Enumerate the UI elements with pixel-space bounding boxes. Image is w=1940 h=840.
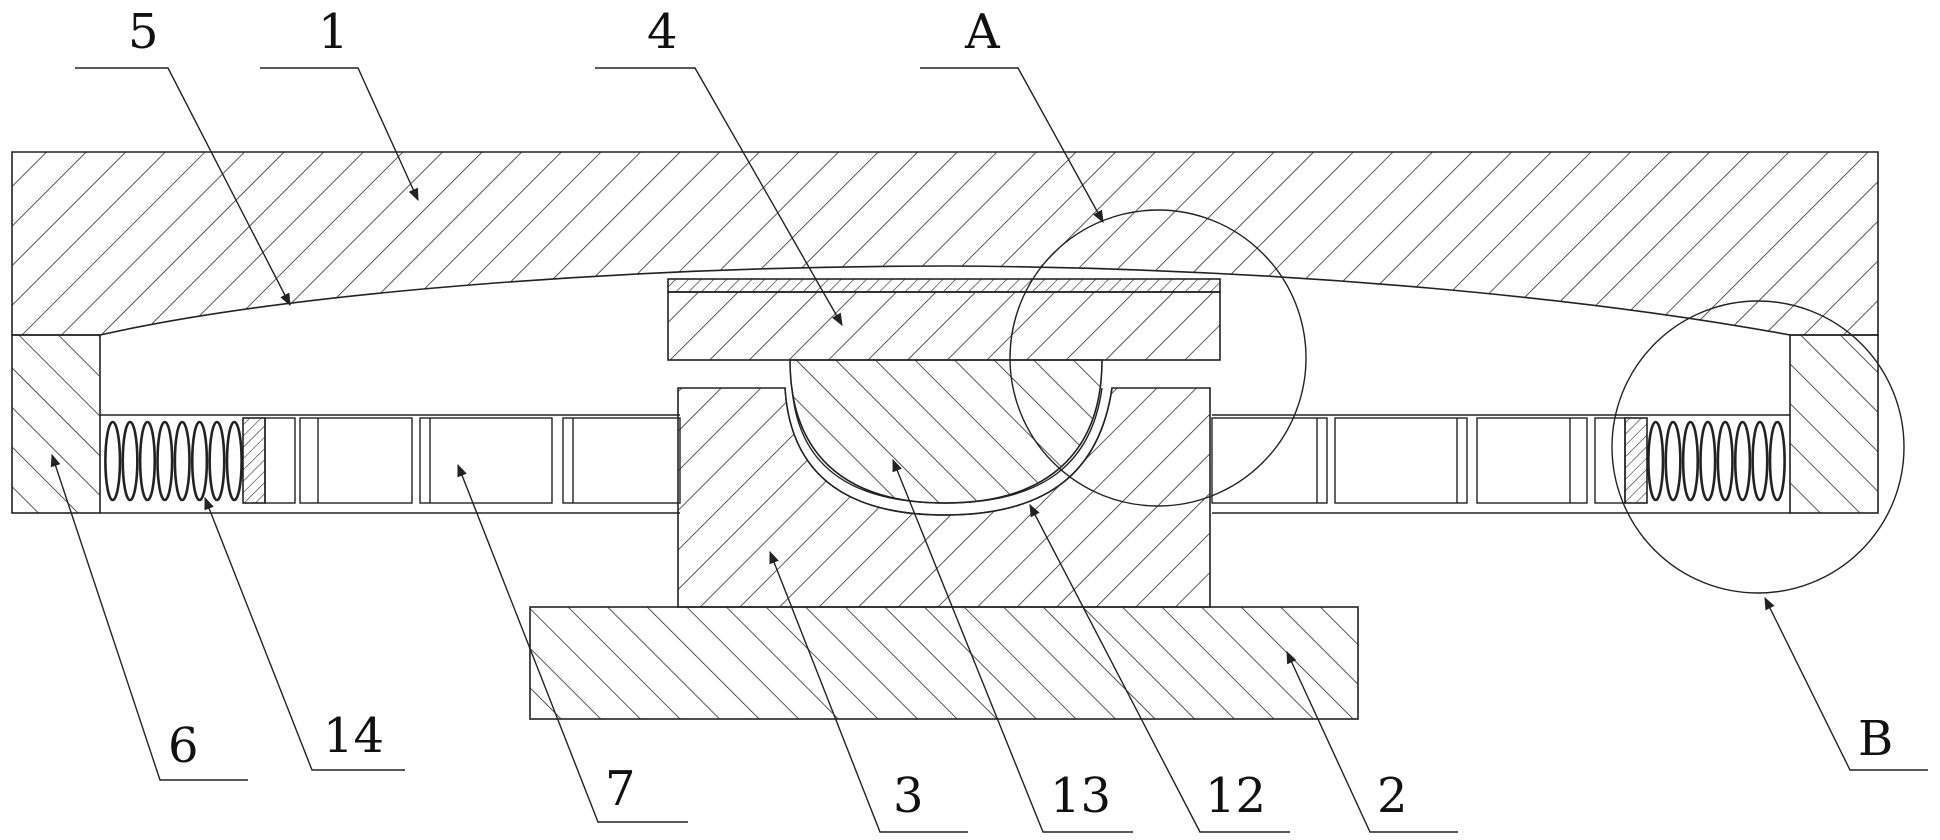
leader-a (920, 67, 1104, 224)
left-slide-block-3 (419, 417, 553, 504)
left-slide-block-1 (264, 417, 296, 504)
top-slide-plate (667, 291, 1221, 361)
spherical-liner (784, 387, 1113, 516)
left-slide-block-4 (562, 417, 681, 504)
right-slide-block-4 (1594, 417, 1626, 504)
left-slide-block-2 (299, 417, 413, 504)
spring-coil (225, 420, 243, 502)
spherical-crown (789, 359, 1103, 504)
left-spring-plate (242, 417, 266, 504)
spring-coil (138, 420, 157, 502)
label-14: 14 (323, 708, 384, 764)
leader-2 (1286, 650, 1458, 833)
leader-3 (769, 550, 968, 833)
label-7: 7 (605, 761, 636, 817)
label-b: B (1858, 711, 1893, 767)
base-plate (529, 606, 1359, 720)
spring-coil (1751, 420, 1769, 502)
leader-4 (595, 67, 843, 327)
leader-5 (75, 67, 291, 307)
right-spring (1647, 420, 1786, 502)
label-3: 3 (893, 768, 924, 824)
spring-coil (1681, 420, 1700, 502)
spring-coil (1699, 420, 1717, 502)
detail-circle-a (1009, 209, 1307, 507)
label-2: 2 (1377, 768, 1408, 824)
spring-coil (1733, 420, 1752, 502)
leader-13 (892, 458, 1133, 833)
label-6: 6 (168, 718, 199, 774)
right-slide-block-3 (1476, 417, 1588, 504)
spring-coil (104, 420, 122, 502)
leader-14 (204, 496, 405, 771)
label-12: 12 (1205, 768, 1266, 824)
left-spring (104, 420, 243, 502)
left-side-block (11, 334, 101, 514)
leader-6 (50, 453, 248, 781)
top-slide-wear-strip (667, 278, 1221, 293)
label-4: 4 (647, 4, 678, 60)
right-slide-block-1 (1211, 417, 1328, 504)
spring-coil (1716, 420, 1734, 502)
spring-coil (121, 420, 139, 502)
upper-plate (11, 151, 1879, 336)
right-side-block (1789, 334, 1879, 514)
spring-coil (190, 420, 209, 502)
right-spring-plate (1624, 417, 1648, 504)
spring-coil (1664, 420, 1682, 502)
detail-circle-b (1611, 300, 1905, 594)
label-1: 1 (318, 4, 349, 60)
leader-12 (1029, 503, 1290, 833)
label-a: A (964, 4, 1001, 60)
spring-coil (156, 420, 174, 502)
spring-coil (1768, 420, 1786, 502)
spring-coil (173, 420, 191, 502)
spring-coil (1647, 420, 1665, 502)
leader-b (1764, 596, 1928, 771)
spring-coil (208, 420, 226, 502)
label-13: 13 (1050, 768, 1111, 824)
leader-1 (260, 67, 419, 202)
label-5: 5 (128, 4, 159, 60)
leader-7 (457, 463, 688, 823)
right-slide-block-2 (1334, 417, 1468, 504)
